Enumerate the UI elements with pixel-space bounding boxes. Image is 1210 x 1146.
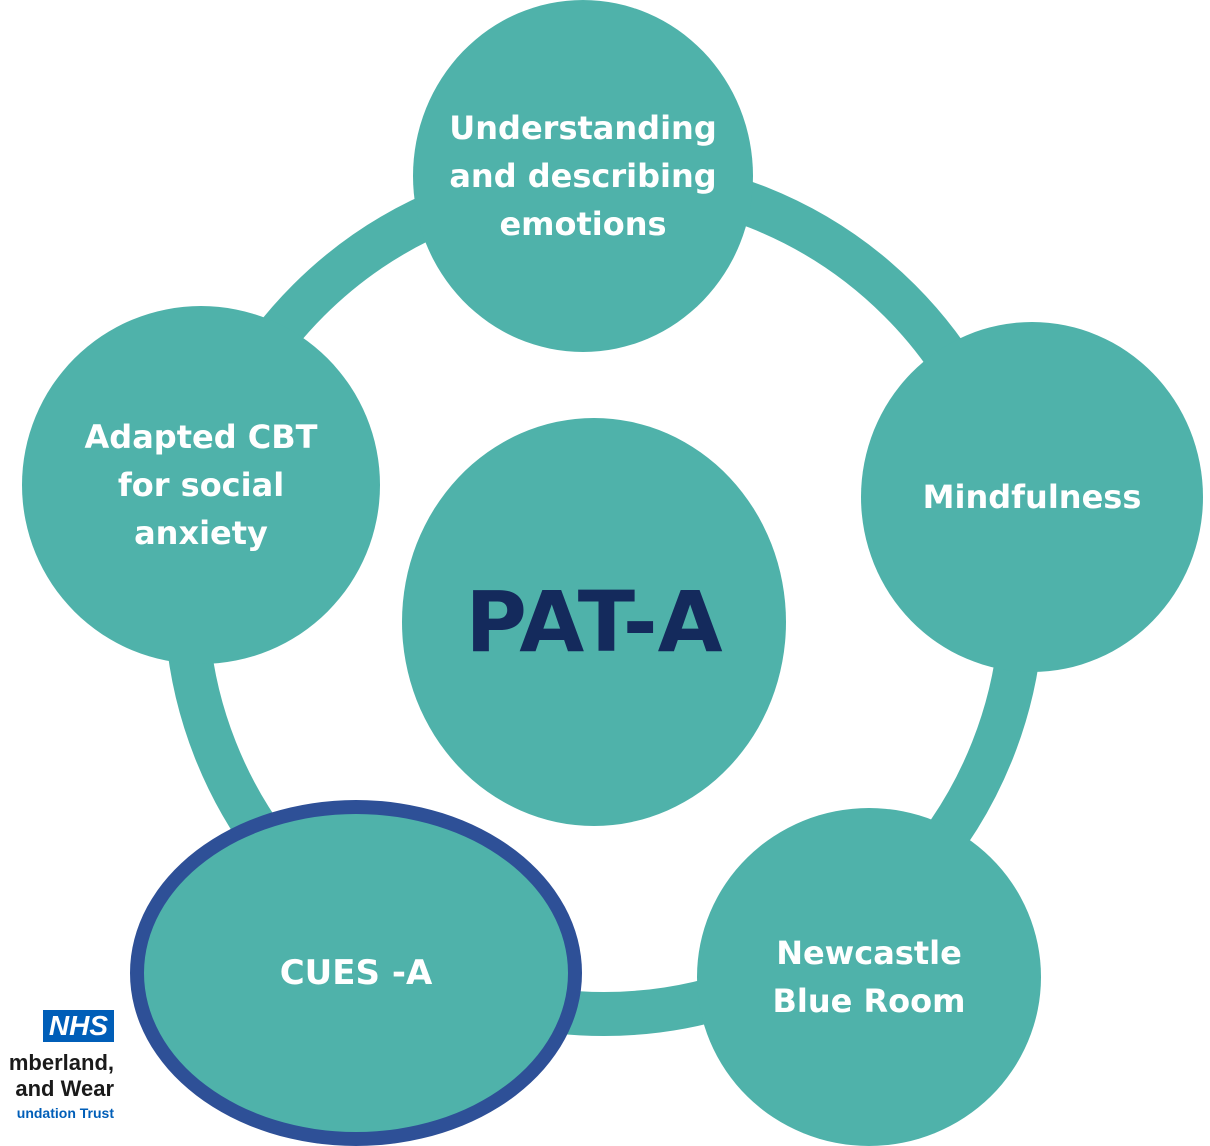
nhs-badge: NHS [42,1010,114,1042]
trust-name-line-2: and Wear [15,1076,114,1101]
node-mindfulness: Mindfulness [861,322,1203,672]
node-cues-a-highlighted: CUES -A [130,800,582,1146]
node-label: Understanding and describing emotions [449,109,717,243]
nhs-trust-logo: NHS mberland, and Wear undation Trust [0,1010,124,1134]
node-label: Newcastle Blue Room [772,934,966,1020]
trust-name-line-3: undation Trust [16,1105,114,1121]
node-understanding-emotions: Understanding and describing emotions [413,0,753,352]
center-title: PAT-A [465,573,723,671]
node-adapted-cbt: Adapted CBT for social anxiety [22,306,380,664]
center-node: PAT-A [402,418,786,826]
trust-name-line-1: mberland, [8,1050,114,1075]
node-newcastle-blue-room: Newcastle Blue Room [697,808,1041,1146]
node-label: Adapted CBT for social anxiety [84,418,318,552]
node-label: CUES -A [279,953,433,993]
node-label: Mindfulness [922,478,1142,516]
